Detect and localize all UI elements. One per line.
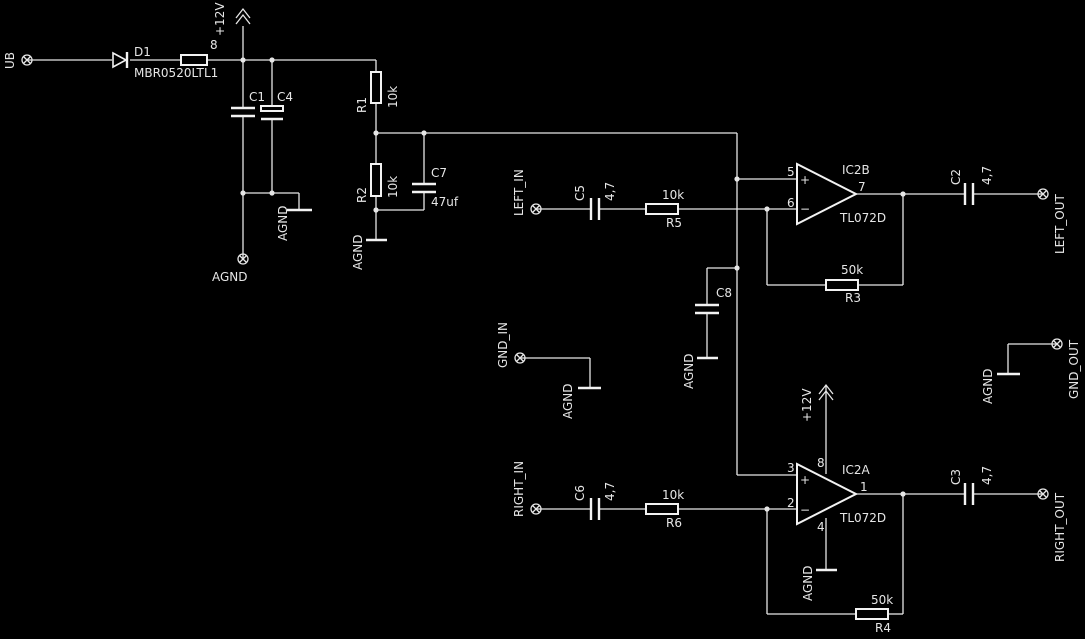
gnd-in-label: GND_IN <box>496 322 510 368</box>
ic2a-plus: + <box>800 473 810 487</box>
capacitor-c3[interactable] <box>963 483 975 505</box>
ic2a-pin-2: 2 <box>787 496 795 510</box>
supply-arrow-12v <box>235 7 251 25</box>
gnd-out-label: GND_OUT <box>1067 339 1081 399</box>
d1-value: MBR0520LT <box>134 66 204 80</box>
c7-label: C7 <box>431 166 447 180</box>
ic2a-pin-3: 3 <box>787 461 795 475</box>
c5-label: C5 <box>573 185 587 201</box>
capacitor-c5[interactable] <box>589 198 601 220</box>
r4-value: 50k <box>871 593 893 607</box>
ic2b-pin-7: 7 <box>858 180 866 194</box>
d1-label: D1 <box>134 45 151 59</box>
c8-ground-label: AGND <box>682 353 696 389</box>
r4-label: R4 <box>875 621 891 635</box>
ic2a-ground-label: AGND <box>801 565 815 601</box>
r6-label: R6 <box>666 516 682 530</box>
capacitor-c1[interactable] <box>231 106 255 118</box>
gnd-out-ground-label: AGND <box>981 368 995 404</box>
supply-arrow-12v-right <box>818 383 834 401</box>
r3-value: 50k <box>841 263 863 277</box>
right-out-connector[interactable] <box>1037 488 1049 500</box>
r2-label: R2 <box>355 187 369 203</box>
resistor-r4[interactable] <box>855 608 889 620</box>
gnd-out-connector[interactable] <box>1051 338 1063 350</box>
ic2a-label: IC2A <box>842 463 871 477</box>
ic2a-part: TL072D <box>839 511 886 525</box>
l1-label: L1 <box>204 66 218 80</box>
ic2b-pin-5: 5 <box>787 165 795 179</box>
right-out-label: RIGHT_OUT <box>1053 492 1067 562</box>
left-out-connector[interactable] <box>1037 188 1049 200</box>
ic2b-label: IC2B <box>842 163 870 177</box>
wires <box>27 26 1057 615</box>
gnd-in-ground-label: AGND <box>561 383 575 419</box>
r5-label: R5 <box>666 216 682 230</box>
capacitor-c8[interactable] <box>695 303 719 315</box>
c3-value: 4,7 <box>980 466 994 485</box>
ic2b-pin-6: 6 <box>787 196 795 210</box>
opamp-ic2b[interactable] <box>796 162 859 226</box>
gnd-in-connector[interactable] <box>514 352 526 364</box>
left-out-label: LEFT_OUT <box>1053 193 1067 254</box>
capacitor-c6[interactable] <box>589 498 601 520</box>
ub-label: UB <box>3 52 17 69</box>
left-in-label: LEFT_IN <box>512 169 526 216</box>
left-in-connector[interactable] <box>530 203 542 215</box>
supply-ground-label: AGND <box>276 205 290 241</box>
r2-value: 10k <box>386 176 400 198</box>
r5-value: 10k <box>662 188 684 202</box>
inductor-l1[interactable] <box>180 54 208 66</box>
resistor-r5[interactable] <box>645 203 679 215</box>
agnd-connector-label: AGND <box>212 270 248 284</box>
opamp-ic2a[interactable] <box>796 462 859 526</box>
supply-12v-label: +12V <box>213 2 227 36</box>
capacitor-c2[interactable] <box>963 183 975 205</box>
capacitor-c4[interactable] <box>260 105 284 121</box>
capacitor-c7[interactable] <box>412 182 436 194</box>
resistor-r1[interactable] <box>370 71 382 104</box>
right-in-connector[interactable] <box>530 503 542 515</box>
c1-label: C1 <box>249 90 265 104</box>
ic2b-plus: + <box>800 173 810 187</box>
c5-value: 4,7 <box>603 182 617 201</box>
resistor-r3[interactable] <box>825 279 859 291</box>
r1-value: 10k <box>386 86 400 108</box>
c6-label: C6 <box>573 485 587 501</box>
r3-label: R3 <box>845 291 861 305</box>
c8-label: C8 <box>716 286 732 300</box>
r1-label: R1 <box>355 97 369 113</box>
r6-value: 10k <box>662 488 684 502</box>
ic2b-part: TL072D <box>839 211 886 225</box>
agnd-connector[interactable] <box>237 253 249 265</box>
ic2a-pin-1: 1 <box>860 480 868 494</box>
ic2a-pin-4: 4 <box>817 520 825 534</box>
c3-label: C3 <box>949 469 963 485</box>
c2-label: C2 <box>949 169 963 185</box>
c2-value: 4,7 <box>980 166 994 185</box>
junction-dots <box>240 57 906 512</box>
bias-ground-label: AGND <box>351 234 365 270</box>
ic2a-pin-8: 8 <box>817 456 825 470</box>
c6-value: 4,7 <box>603 482 617 501</box>
ic2a-minus: − <box>800 503 810 517</box>
c7-value: 47uf <box>431 195 459 209</box>
c4-label: C4 <box>277 90 293 104</box>
right-in-label: RIGHT_IN <box>512 461 526 517</box>
resistor-r2[interactable] <box>370 163 382 197</box>
ic2b-minus: − <box>800 202 810 216</box>
resistor-r6[interactable] <box>645 503 679 515</box>
l1-pin-8: 8 <box>210 38 218 52</box>
right-12v-label: +12V <box>800 388 814 422</box>
diode-d1[interactable] <box>112 51 129 69</box>
ub-connector[interactable] <box>21 54 33 66</box>
